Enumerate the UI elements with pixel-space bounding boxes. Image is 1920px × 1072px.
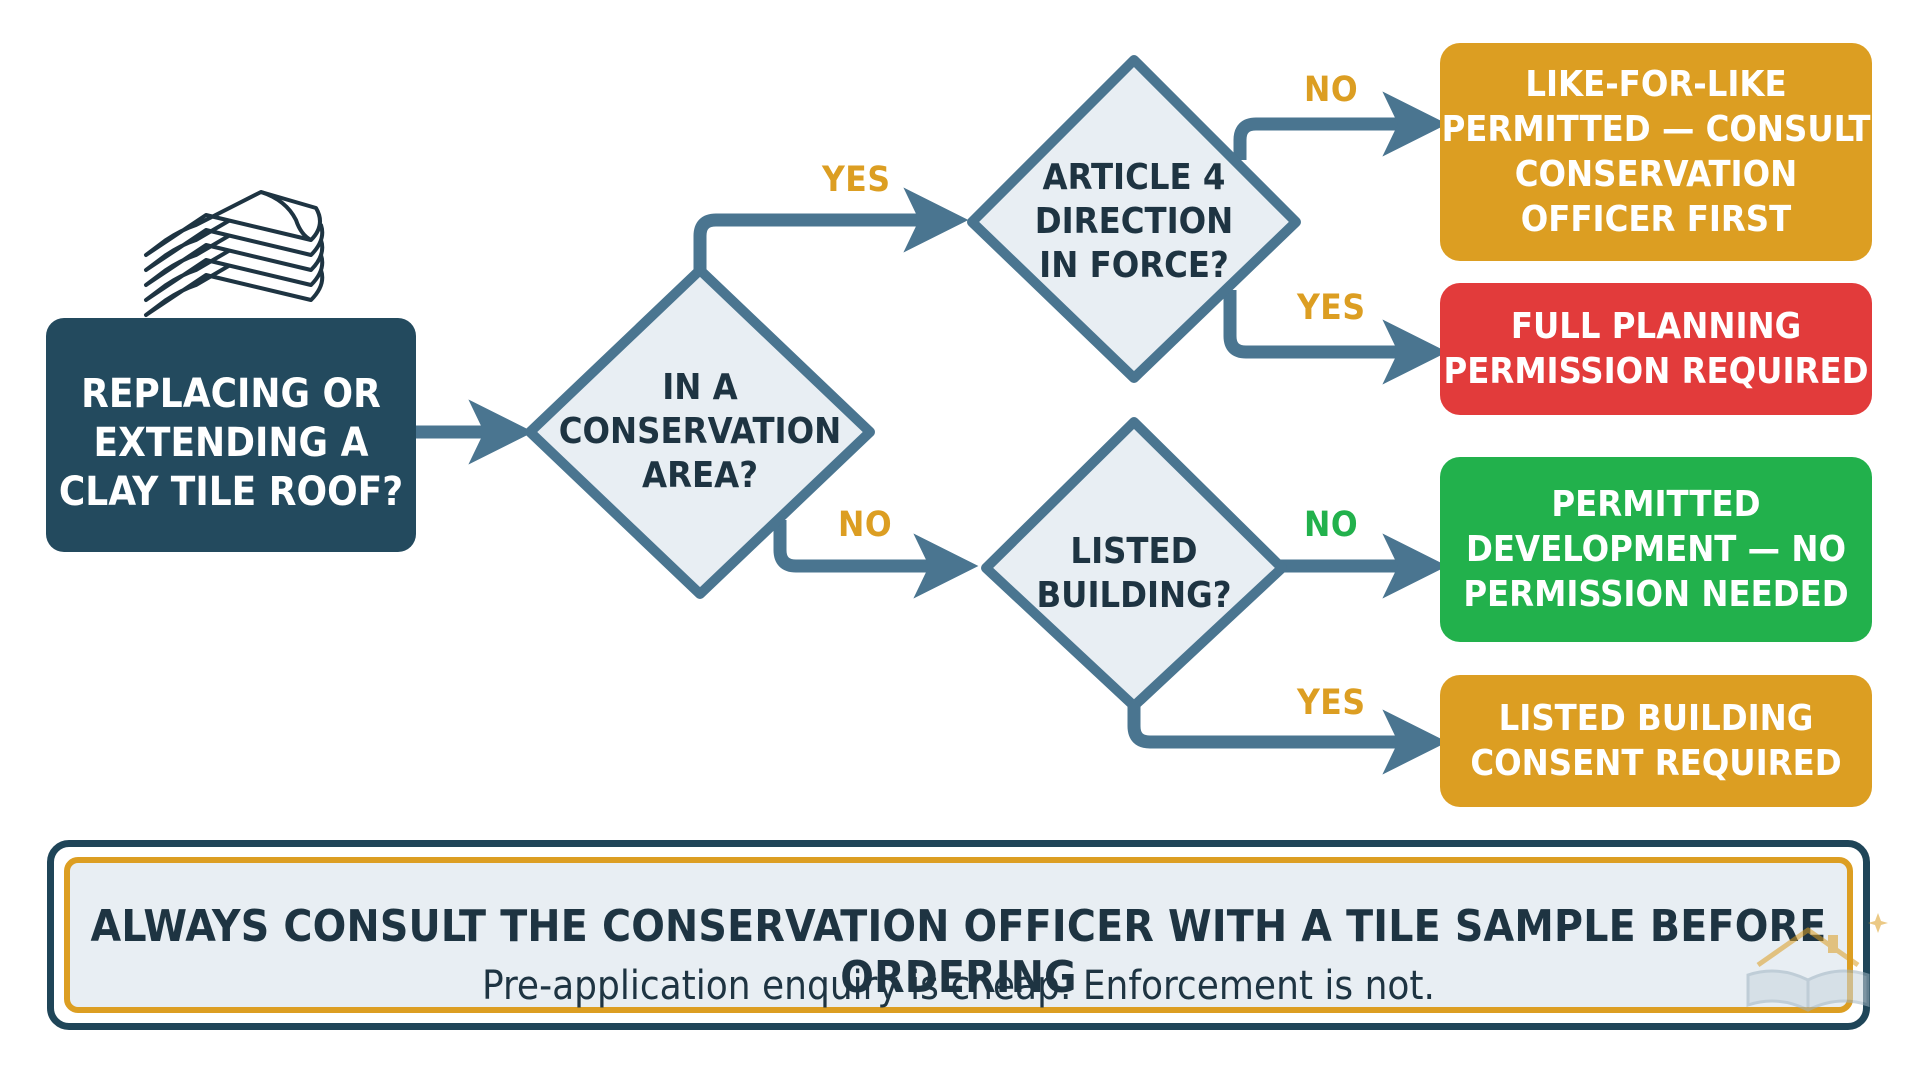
arrow-conservation-no: [773, 520, 979, 599]
house-book-watermark-icon: [1746, 913, 1888, 1012]
label-listed-yes: YES: [1297, 683, 1366, 723]
arrow-article4-no: [1233, 91, 1448, 160]
outcome-like-for-like-text: LIKE-FOR-LIKE PERMITTED — CONSULT CONSER…: [1441, 64, 1871, 240]
arrow-listed-yes: [1127, 700, 1448, 775]
decision-article4-text: ARTICLE 4 DIRECTION IN FORCE?: [1034, 157, 1234, 286]
outcome-full-planning: FULL PLANNING PERMISSION REQUIRED: [1440, 283, 1872, 415]
advice-banner: ALWAYS CONSULT THE CONSERVATION OFFICER …: [47, 840, 1870, 1030]
decision-conservation-text: IN A CONSERVATION AREA?: [558, 367, 842, 496]
outcome-permitted-development-text: PERMITTED DEVELOPMENT — NO PERMISSION NE…: [1463, 484, 1849, 615]
label-article4-yes: YES: [1297, 288, 1366, 328]
advice-banner-title: ALWAYS CONSULT THE CONSERVATION OFFICER …: [90, 901, 1827, 1003]
advice-banner-inner: ALWAYS CONSULT THE CONSERVATION OFFICER …: [64, 857, 1853, 1013]
decision-listed-text: LISTED BUILDING?: [1036, 531, 1232, 616]
decision-listed-diamond: [981, 417, 1287, 711]
arrow-conservation-yes: [693, 187, 969, 270]
start-box: REPLACING OR EXTENDING A CLAY TILE ROOF?: [46, 318, 416, 552]
label-listed-no: NO: [1304, 505, 1359, 545]
outcome-listed-consent: LISTED BUILDING CONSENT REQUIRED: [1440, 675, 1872, 807]
roof-tiles-icon: [144, 190, 325, 317]
outcome-like-for-like: LIKE-FOR-LIKE PERMITTED — CONSULT CONSER…: [1440, 43, 1872, 261]
decision-conservation-diamond: [525, 265, 875, 599]
outcome-full-planning-text: FULL PLANNING PERMISSION REQUIRED: [1443, 306, 1869, 392]
outcome-listed-consent-text: LISTED BUILDING CONSENT REQUIRED: [1470, 698, 1842, 784]
label-article4-no: NO: [1304, 70, 1359, 110]
decision-article4-diamond: [967, 55, 1301, 383]
label-conservation-no: NO: [838, 505, 893, 545]
advice-banner-subtitle: Pre-application enquiry is cheap. Enforc…: [482, 963, 1435, 1009]
start-question: REPLACING OR EXTENDING A CLAY TILE ROOF?: [58, 370, 404, 515]
label-conservation-yes: YES: [822, 160, 891, 200]
outcome-permitted-development: PERMITTED DEVELOPMENT — NO PERMISSION NE…: [1440, 457, 1872, 642]
arrow-article4-yes: [1223, 290, 1448, 385]
